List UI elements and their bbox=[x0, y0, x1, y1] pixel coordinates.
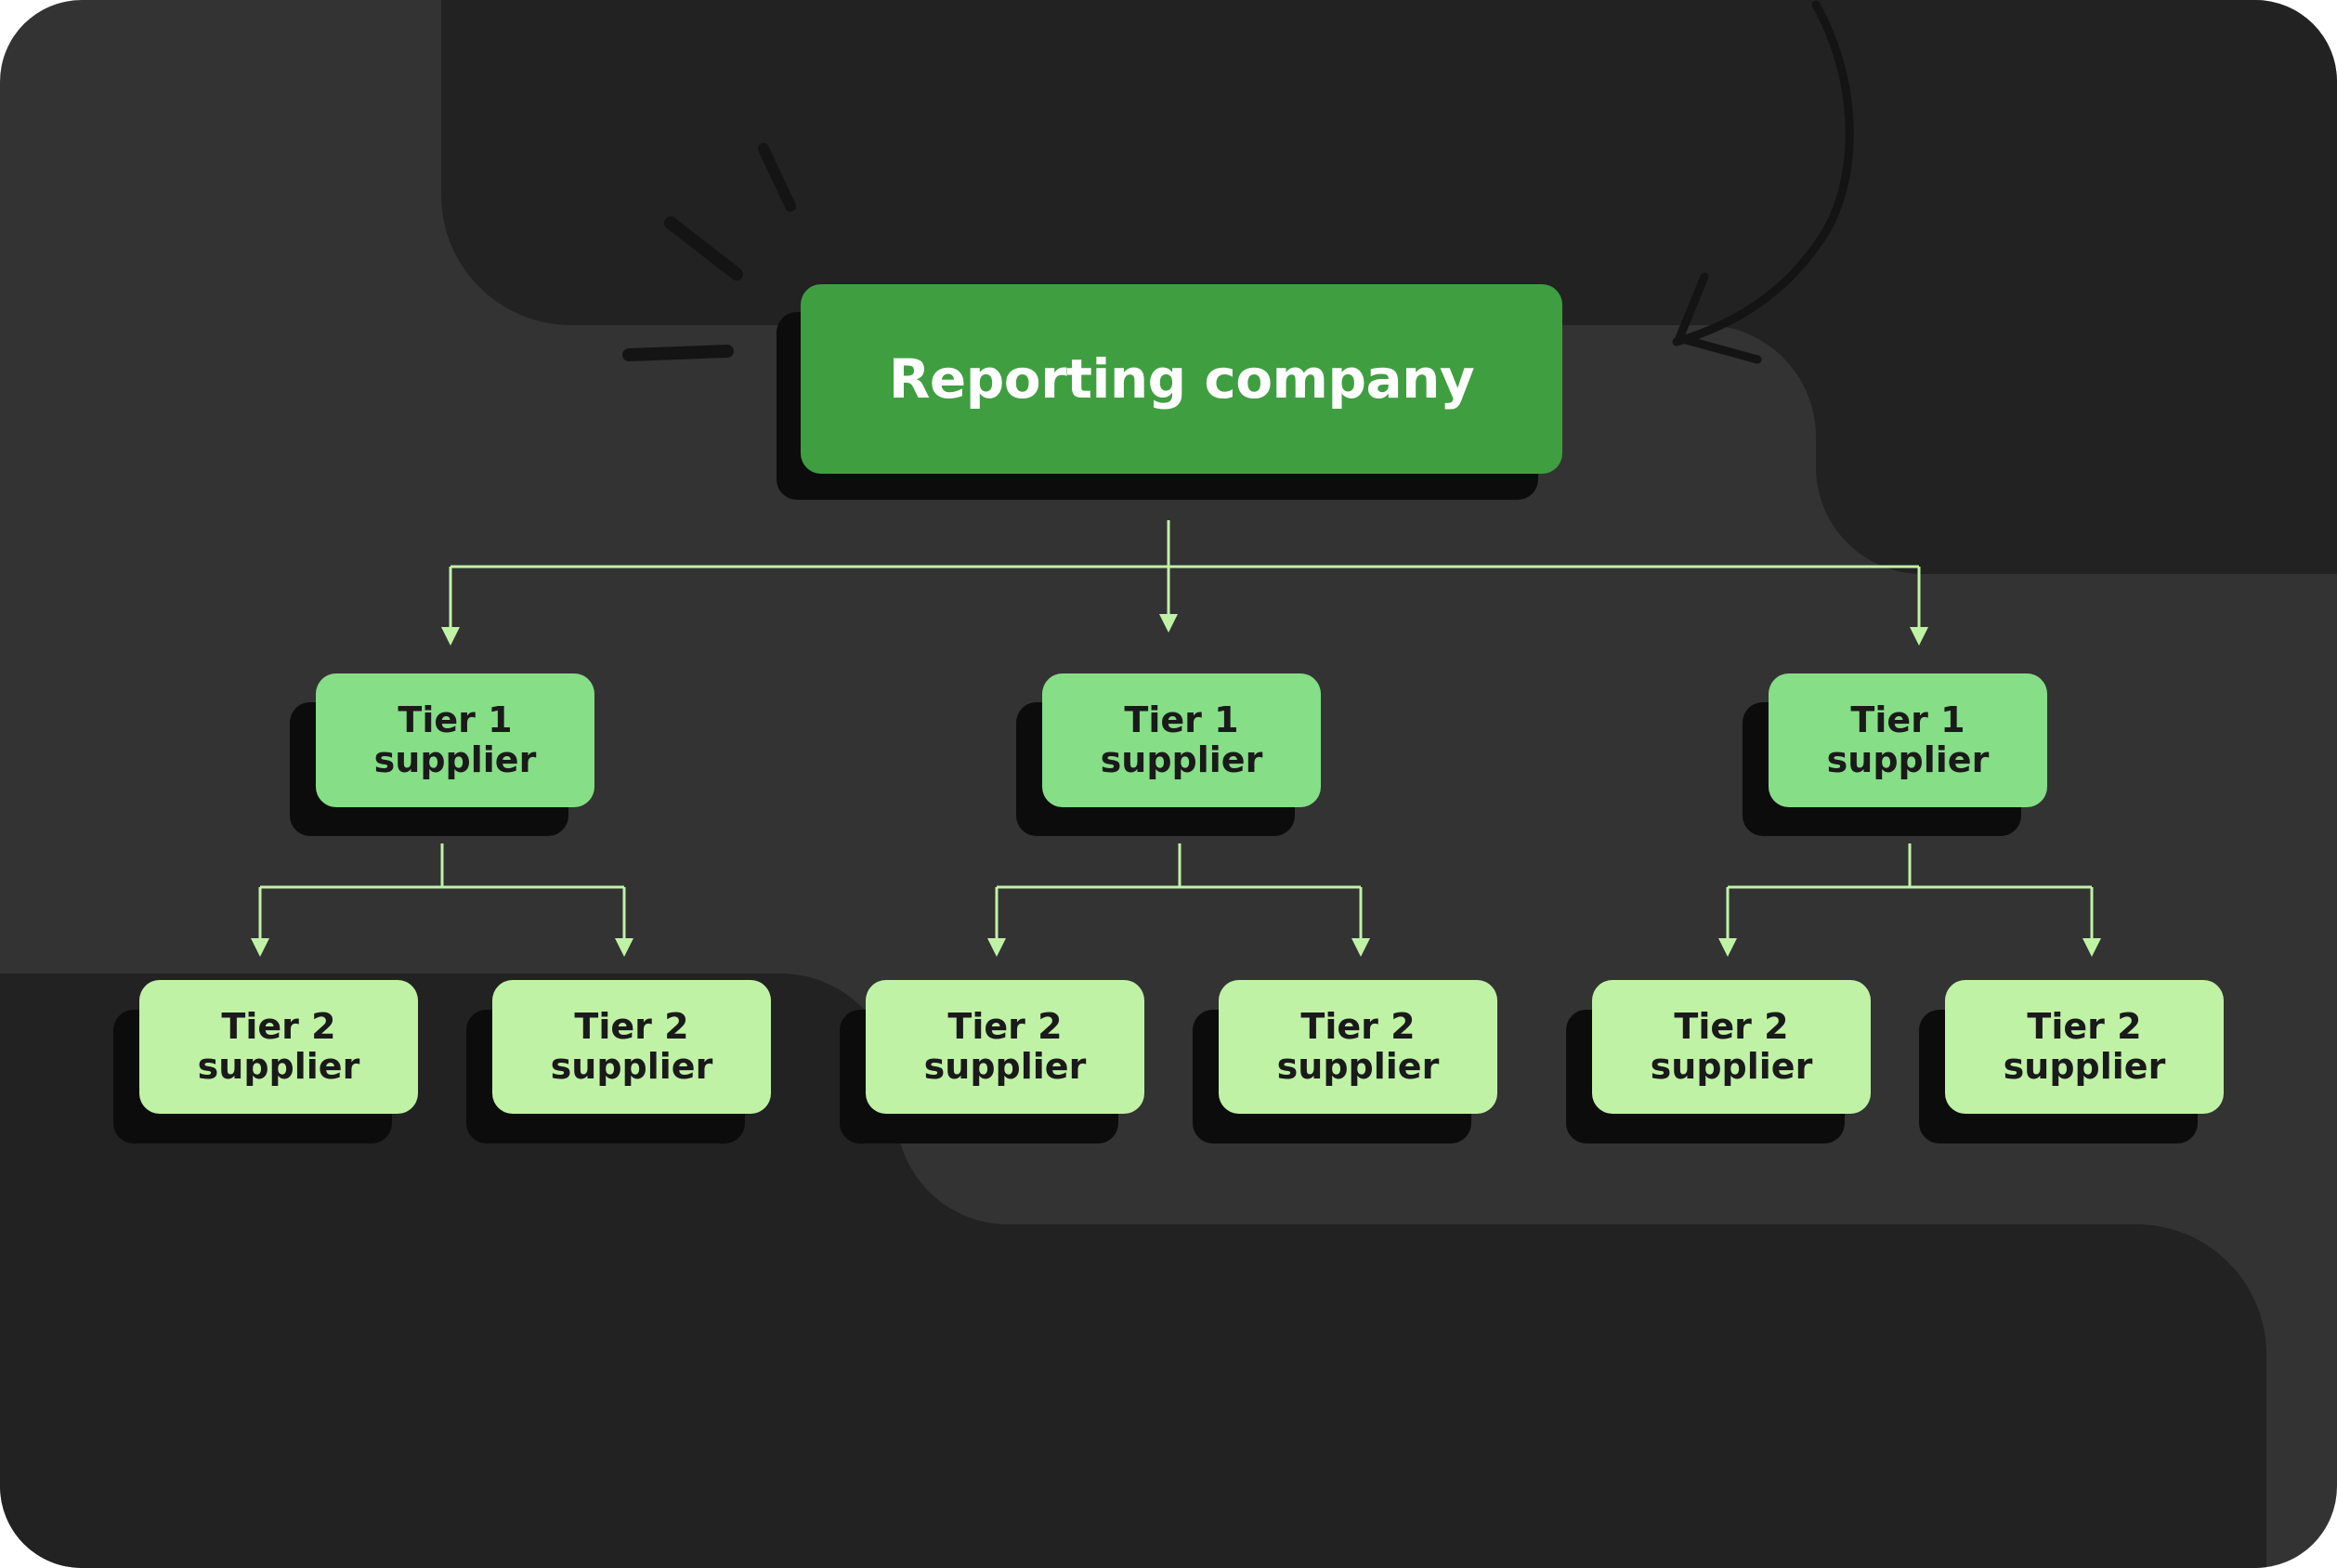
tier2-node: Tier 2 supplier bbox=[139, 980, 418, 1114]
tier2-node-label-line2: supplier bbox=[1650, 1046, 1813, 1087]
tier2-node-label-line2: supplier bbox=[923, 1046, 1087, 1087]
tier1-node: Tier 1 supplier bbox=[1042, 673, 1321, 807]
tier2-node-label-line1: Tier 2 bbox=[574, 1006, 689, 1047]
sketch-dash-top bbox=[758, 143, 796, 212]
sketch-accents bbox=[622, 0, 1854, 364]
root-node: Reporting company bbox=[801, 284, 1562, 474]
tier2-arrowhead bbox=[251, 938, 269, 957]
tier2-node-label-line1: Tier 2 bbox=[1300, 1006, 1416, 1047]
tier2-node: Tier 2 supplier bbox=[1219, 980, 1497, 1114]
tier2-arrowhead bbox=[1718, 938, 1737, 957]
tier1-node-label-line2: supplier bbox=[1826, 739, 1990, 780]
tier2-node-label-line1: Tier 2 bbox=[2027, 1006, 2142, 1047]
sketch-dash-left bbox=[622, 345, 734, 361]
tier1-arrowhead bbox=[1159, 614, 1178, 633]
tier2-node-label-line2: supplier bbox=[1276, 1046, 1440, 1087]
tier2-node: Tier 2 supplier bbox=[1592, 980, 1871, 1114]
tier1-node-label-line1: Tier 1 bbox=[1124, 699, 1239, 740]
tier2-node-label-line2: supplier bbox=[197, 1046, 360, 1087]
tier2-node-label-line1: Tier 2 bbox=[947, 1006, 1063, 1047]
tier2-node: Tier 2 supplier bbox=[492, 980, 771, 1114]
tier2-node-label-line2: supplier bbox=[2003, 1046, 2166, 1087]
tier1-node: Tier 1 supplier bbox=[316, 673, 594, 807]
tier1-node: Tier 1 supplier bbox=[1769, 673, 2047, 807]
tier1-node-label-line2: supplier bbox=[1100, 739, 1263, 780]
sketch-dash-diagonal bbox=[664, 216, 743, 281]
tier2-node: Tier 2 supplier bbox=[866, 980, 1144, 1114]
root-node-label: Reporting company bbox=[888, 347, 1475, 411]
tier2-node-label-line1: Tier 2 bbox=[1674, 1006, 1789, 1047]
tier1-node-label-line2: supplier bbox=[373, 739, 537, 780]
tier2-arrowhead bbox=[2082, 938, 2101, 957]
tier1-arrowhead bbox=[1910, 627, 1928, 646]
tier2-arrowhead bbox=[987, 938, 1006, 957]
tier2-node-label-line2: supplier bbox=[550, 1046, 713, 1087]
tier2-arrowhead bbox=[1351, 938, 1370, 957]
tier2-arrowhead bbox=[615, 938, 633, 957]
tier1-arrowhead bbox=[441, 627, 460, 646]
tier2-node-label-line1: Tier 2 bbox=[221, 1006, 336, 1047]
tier1-node-label-line1: Tier 1 bbox=[398, 699, 513, 740]
tier2-node: Tier 2 supplier bbox=[1945, 980, 2224, 1114]
sketch-arrowhead bbox=[1673, 272, 1762, 364]
tier1-node-label-line1: Tier 1 bbox=[1850, 699, 1965, 740]
sketch-curved-arrow bbox=[1672, 0, 1854, 346]
